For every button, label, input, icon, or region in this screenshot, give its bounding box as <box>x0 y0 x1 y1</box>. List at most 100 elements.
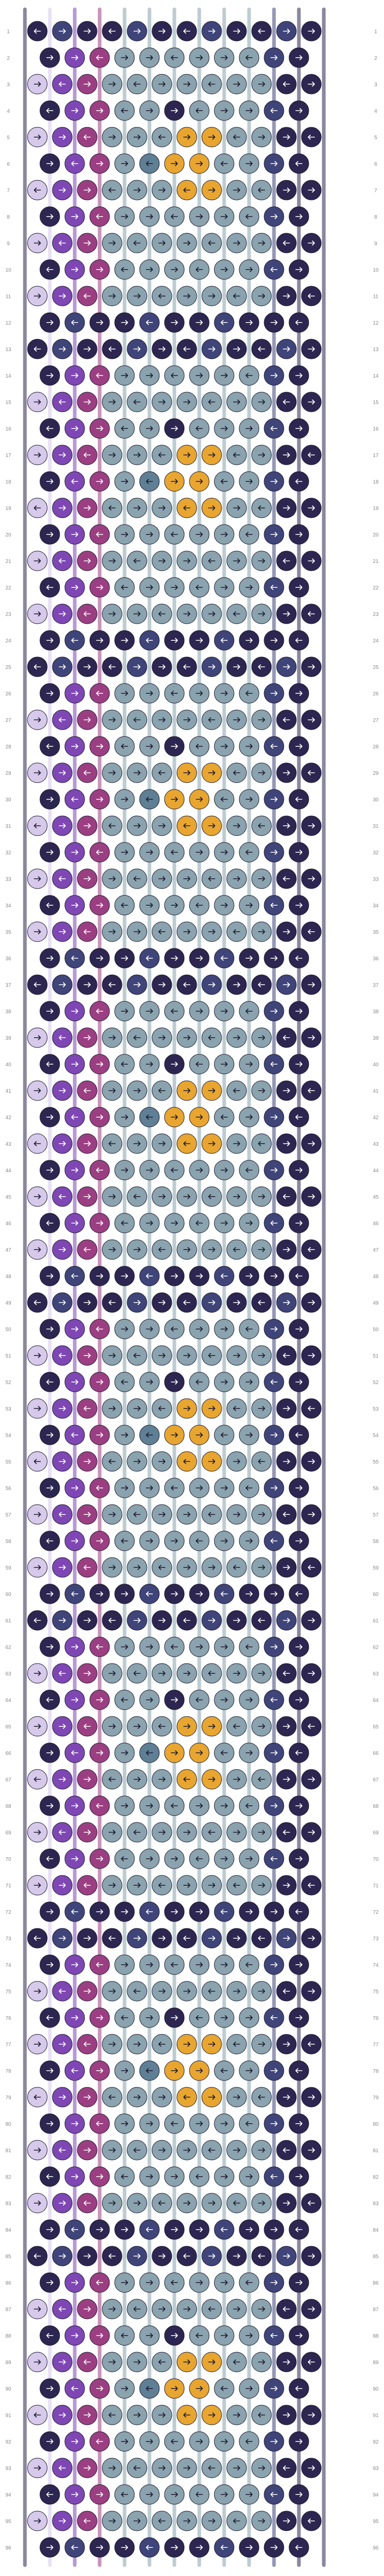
knot <box>239 736 259 757</box>
knot-direction-arrow-icon <box>308 876 315 881</box>
knot-direction-arrow-icon <box>283 2465 290 2471</box>
knot <box>139 1689 160 1710</box>
knot-direction-arrow-icon <box>108 1883 116 1888</box>
knot-direction-arrow-icon <box>258 2148 265 2153</box>
knot <box>77 2352 98 2372</box>
knot <box>189 1742 210 1763</box>
knot <box>289 2484 309 2505</box>
knot-direction-arrow-icon <box>183 1300 190 1305</box>
row-number-right: 42 <box>373 1115 379 1121</box>
knot-direction-arrow-icon <box>283 1512 290 1517</box>
knot-direction-arrow-icon <box>208 1671 215 1676</box>
knot-direction-arrow-icon <box>121 1697 128 1702</box>
knot-direction-arrow-icon <box>270 2174 278 2179</box>
knot <box>176 1610 197 1631</box>
knot-direction-arrow-icon <box>221 2280 228 2285</box>
knot-direction-arrow-icon <box>133 1671 141 1676</box>
knot-direction-arrow-icon <box>308 2465 315 2471</box>
knot-direction-arrow-icon <box>233 1830 240 1835</box>
knot-direction-arrow-icon <box>183 2201 190 2206</box>
knot <box>201 1663 222 1684</box>
knot-direction-arrow-icon <box>221 2068 228 2073</box>
knot-direction-arrow-icon <box>171 956 178 961</box>
knot-direction-arrow-icon <box>171 1485 178 1491</box>
row-number-left: 31 <box>5 824 11 829</box>
row-number-left: 83 <box>5 2201 11 2207</box>
knot <box>226 868 247 889</box>
knot-direction-arrow-icon <box>96 2227 103 2232</box>
knot <box>152 2193 172 2213</box>
knot <box>139 789 160 810</box>
knot-direction-arrow-icon <box>108 293 116 299</box>
knot-direction-arrow-icon <box>245 214 253 219</box>
knot <box>102 2511 122 2531</box>
knot-direction-arrow-icon <box>208 2306 215 2312</box>
knot-direction-arrow-icon <box>158 1724 166 1729</box>
knot <box>64 1848 85 1869</box>
knot <box>27 1663 48 1684</box>
knot <box>152 1398 172 1419</box>
knot-direction-arrow-icon <box>133 2359 141 2365</box>
knot-direction-arrow-icon <box>283 611 290 616</box>
knot <box>77 1875 98 1896</box>
knot-direction-arrow-icon <box>108 1194 116 1199</box>
knot <box>127 1080 147 1101</box>
knot <box>164 365 185 386</box>
knot-direction-arrow-icon <box>208 2465 215 2471</box>
knot-direction-arrow-icon <box>221 55 228 60</box>
knot <box>251 2405 272 2425</box>
knot-direction-arrow-icon <box>71 1644 78 1649</box>
knot-direction-arrow-icon <box>146 1591 153 1596</box>
row-number-left: 78 <box>5 2069 11 2074</box>
knot-direction-arrow-icon <box>133 1883 141 1888</box>
knot-direction-arrow-icon <box>146 426 153 431</box>
knot <box>239 1319 259 1339</box>
knot-direction-arrow-icon <box>208 1936 215 1941</box>
knot <box>251 2087 272 2108</box>
knot <box>201 2458 222 2478</box>
knot-direction-arrow-icon <box>295 2015 303 2020</box>
knot <box>239 948 259 969</box>
knot <box>64 259 85 280</box>
knot-direction-arrow-icon <box>270 1220 278 1226</box>
knot <box>64 2325 85 2346</box>
knot <box>301 1769 322 1790</box>
knot <box>102 2458 122 2478</box>
knot <box>64 1584 85 1604</box>
knot-direction-arrow-icon <box>96 108 103 113</box>
knot <box>276 2087 297 2108</box>
knot-direction-arrow-icon <box>208 2518 215 2524</box>
knot <box>264 1795 284 1816</box>
knot <box>89 683 110 704</box>
knot <box>264 1054 284 1075</box>
knot <box>289 842 309 863</box>
knot-direction-arrow-icon <box>71 108 78 113</box>
knot <box>77 233 98 253</box>
knot <box>77 1027 98 1048</box>
knot-direction-arrow-icon <box>233 2042 240 2047</box>
knot <box>264 736 284 757</box>
knot-direction-arrow-icon <box>171 2492 178 2497</box>
knot <box>89 1636 110 1657</box>
knot <box>201 339 222 359</box>
knot <box>276 180 297 200</box>
knot-direction-arrow-icon <box>46 2121 53 2126</box>
knot-direction-arrow-icon <box>84 2359 91 2365</box>
knot <box>152 127 172 147</box>
knot-direction-arrow-icon <box>146 108 153 113</box>
knot-direction-arrow-icon <box>171 161 178 166</box>
knot-direction-arrow-icon <box>158 2465 166 2471</box>
knot <box>77 127 98 147</box>
knot <box>264 1584 284 1604</box>
knot <box>226 233 247 253</box>
knot-direction-arrow-icon <box>258 770 265 775</box>
knot <box>164 47 185 68</box>
knot <box>64 100 85 121</box>
knot-direction-arrow-icon <box>258 664 265 669</box>
knot <box>102 815 122 836</box>
knot <box>114 2378 135 2399</box>
knot-direction-arrow-icon <box>233 1141 240 1146</box>
knot-direction-arrow-icon <box>258 2306 265 2312</box>
knot-direction-arrow-icon <box>34 1777 41 1782</box>
